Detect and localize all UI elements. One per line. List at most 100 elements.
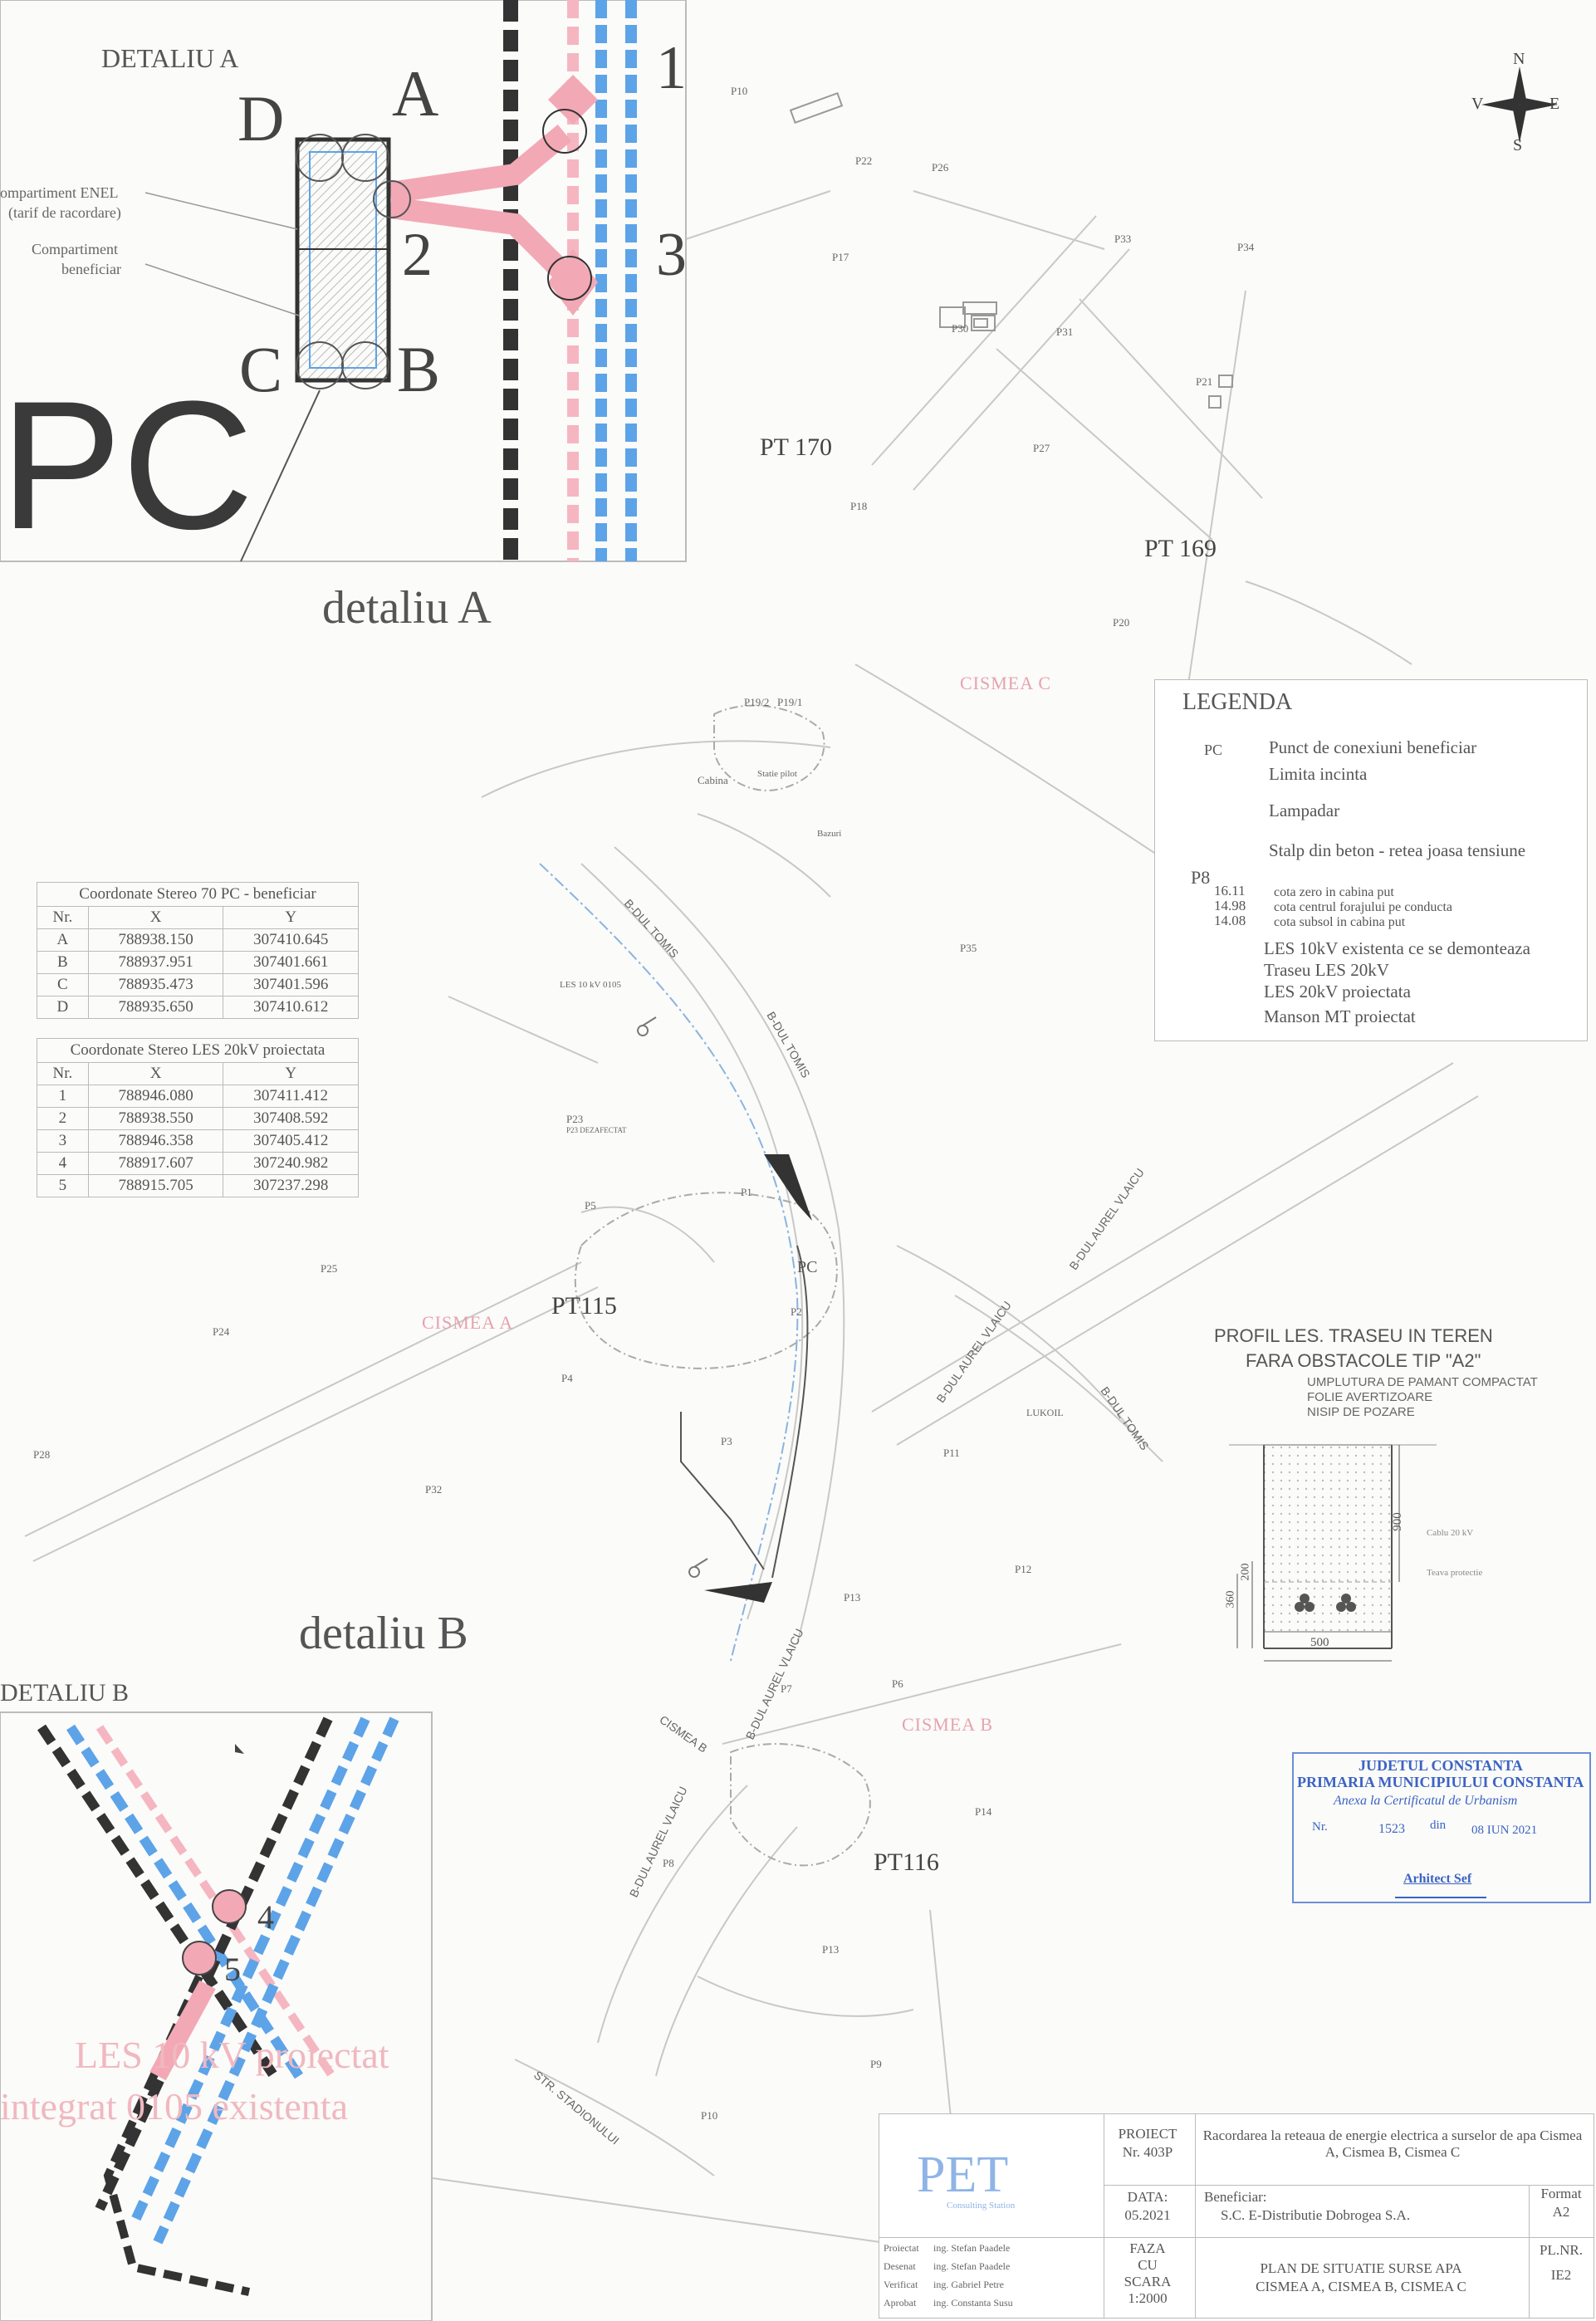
point-label: P10 (731, 85, 748, 97)
cell: 307401.596 (223, 973, 359, 996)
profile-title-1: PROFIL LES. TRASEU IN TEREN (1214, 1325, 1493, 1346)
role-label: Aprobat (884, 2297, 917, 2309)
cell: C (37, 973, 89, 996)
pt-115-label: PT115 (551, 1292, 617, 1320)
profile-layer: FOLIE AVERTIZOARE (1307, 1390, 1433, 1404)
point-label: P30 (952, 322, 969, 335)
statie-label: Statie pilot (757, 769, 797, 779)
legend-item: Stalp din beton - retea joasa tensiune (1269, 840, 1526, 860)
cabina-label: Cabina (698, 774, 728, 786)
role-label: Desenat (884, 2260, 916, 2272)
legend-p8-val-1: 16.11 (1214, 883, 1246, 899)
cell: 307240.982 (223, 1152, 359, 1175)
stamp-sign: Arhitect Sef (1403, 1872, 1472, 1886)
cell: 4 (37, 1152, 89, 1175)
col-header: X (87, 906, 224, 929)
profile-dim-a: 360 (1224, 1590, 1237, 1609)
p23-dezafectat-label: P23 DEZAFECTAT (566, 1126, 627, 1134)
lamp-posts (637, 1016, 708, 1578)
bazuri-label: Bazuri (817, 829, 842, 839)
cell: 5 (37, 1174, 89, 1197)
plan-title: PLAN DE SITUATIE SURSE APA (1260, 2260, 1462, 2276)
role-label: Proiectat (884, 2242, 919, 2254)
pt-170-label: PT 170 (760, 433, 832, 461)
cell: 788917.607 (87, 1152, 224, 1175)
stamp-line-1: JUDETUL CONSTANTA (1359, 1757, 1523, 1774)
cell: A (37, 928, 89, 952)
detail-b-caption: detaliu B (299, 1608, 468, 1659)
point-3: 3 (656, 221, 687, 289)
profile-note-2: Teava protectie (1427, 1568, 1483, 1578)
legend-item: cota centrul forajului pe conducta (1274, 900, 1453, 914)
col-header: X (87, 1062, 224, 1085)
les-20kv-route (680, 1245, 809, 1579)
cell: 307410.612 (223, 996, 359, 1019)
scara-value: 1:2000 (1128, 2290, 1168, 2306)
enel-tariff-label: (tarif de racordare) (8, 204, 121, 221)
corner-d: D (237, 82, 285, 154)
zone-cismea-c: CISMEA C (960, 673, 1052, 693)
role-name: ing. Stefan Paadele (933, 2260, 1011, 2272)
profile-depth: 900 (1390, 1512, 1404, 1531)
pc-map-label: PC (797, 1258, 818, 1276)
format-label: Format (1540, 2186, 1582, 2201)
point-label: P19/1 (777, 696, 803, 708)
profile-width: 500 (1310, 1636, 1329, 1649)
cell: 307405.412 (223, 1129, 359, 1153)
cell: 788938.150 (87, 928, 224, 952)
point-label: P20 (1113, 616, 1130, 629)
point-label: P31 (1056, 326, 1074, 338)
beneficiary-label-2: beneficiar (61, 261, 121, 277)
point-label: P3 (721, 1435, 732, 1447)
point-label: P1 (741, 1186, 752, 1198)
coords-pc-title: Coordonate Stereo 70 PC - beneficiar (37, 882, 359, 906)
les-existenta-note: integrat 0105 existenta (0, 2085, 348, 2128)
legend-title: LEGENDA (1182, 689, 1293, 715)
legend-p8-val-3: 14.08 (1214, 913, 1246, 928)
plan-subtitle: CISMEA A, CISMEA B, CISMEA C (1256, 2279, 1466, 2294)
beneficiar-value: S.C. E-Distributie Dobrogea S.A. (1221, 2207, 1411, 2223)
point-label: P2 (791, 1305, 802, 1318)
point-label: P33 (1114, 233, 1132, 245)
point-4: 4 (257, 1898, 274, 1936)
role-name: ing. Constanta Susu (933, 2297, 1013, 2309)
legend-item: Limita incinta (1269, 764, 1368, 784)
cell: 788937.951 (87, 951, 224, 974)
profile-note-1: Cablu 20 kV (1427, 1528, 1474, 1538)
stamp-nr-label: Nr. (1312, 1820, 1328, 1834)
legend-item: cota subsol in cabina put (1274, 915, 1406, 929)
stamp-line-2: PRIMARIA MUNICIPIULUI CONSTANTA (1297, 1774, 1584, 1790)
enclosure-boundaries (574, 704, 871, 1867)
coords-les-table: Coordonate Stereo LES 20kV proiectata Nr… (37, 1038, 359, 1197)
role-name: ing. Gabriel Petre (933, 2279, 1004, 2290)
cable-trench-profile (1229, 1444, 1437, 1662)
compass-east: E (1549, 95, 1560, 113)
corner-a: A (392, 57, 439, 130)
point-label: P11 (943, 1447, 960, 1459)
legend-item: LES 10kV existenta ce se demonteaza (1264, 938, 1530, 958)
cell: 307237.298 (223, 1174, 359, 1197)
scara-label: SCARA (1124, 2274, 1172, 2289)
col-header: Nr. (37, 1062, 89, 1085)
legend-pc-box: PC (1204, 742, 1223, 758)
point-label: P4 (561, 1372, 573, 1384)
title-block (879, 2113, 1594, 2319)
beneficiar-label: Beneficiar: (1204, 2189, 1267, 2205)
cell: 307401.661 (223, 951, 359, 974)
lukoil-label: LUKOIL (1026, 1407, 1064, 1418)
data-label: DATA: (1127, 2189, 1168, 2205)
cell: 788938.550 (87, 1107, 224, 1130)
point-label: P25 (321, 1262, 338, 1275)
legend-item: cota zero in cabina put (1274, 885, 1394, 899)
point-label: P12 (1015, 1563, 1032, 1575)
col-header: Nr. (37, 906, 89, 929)
pet-logo-sub: Consulting Station (947, 2201, 1016, 2211)
point-label: P27 (1033, 442, 1050, 454)
legend-item: Traseu LES 20kV (1264, 960, 1389, 980)
